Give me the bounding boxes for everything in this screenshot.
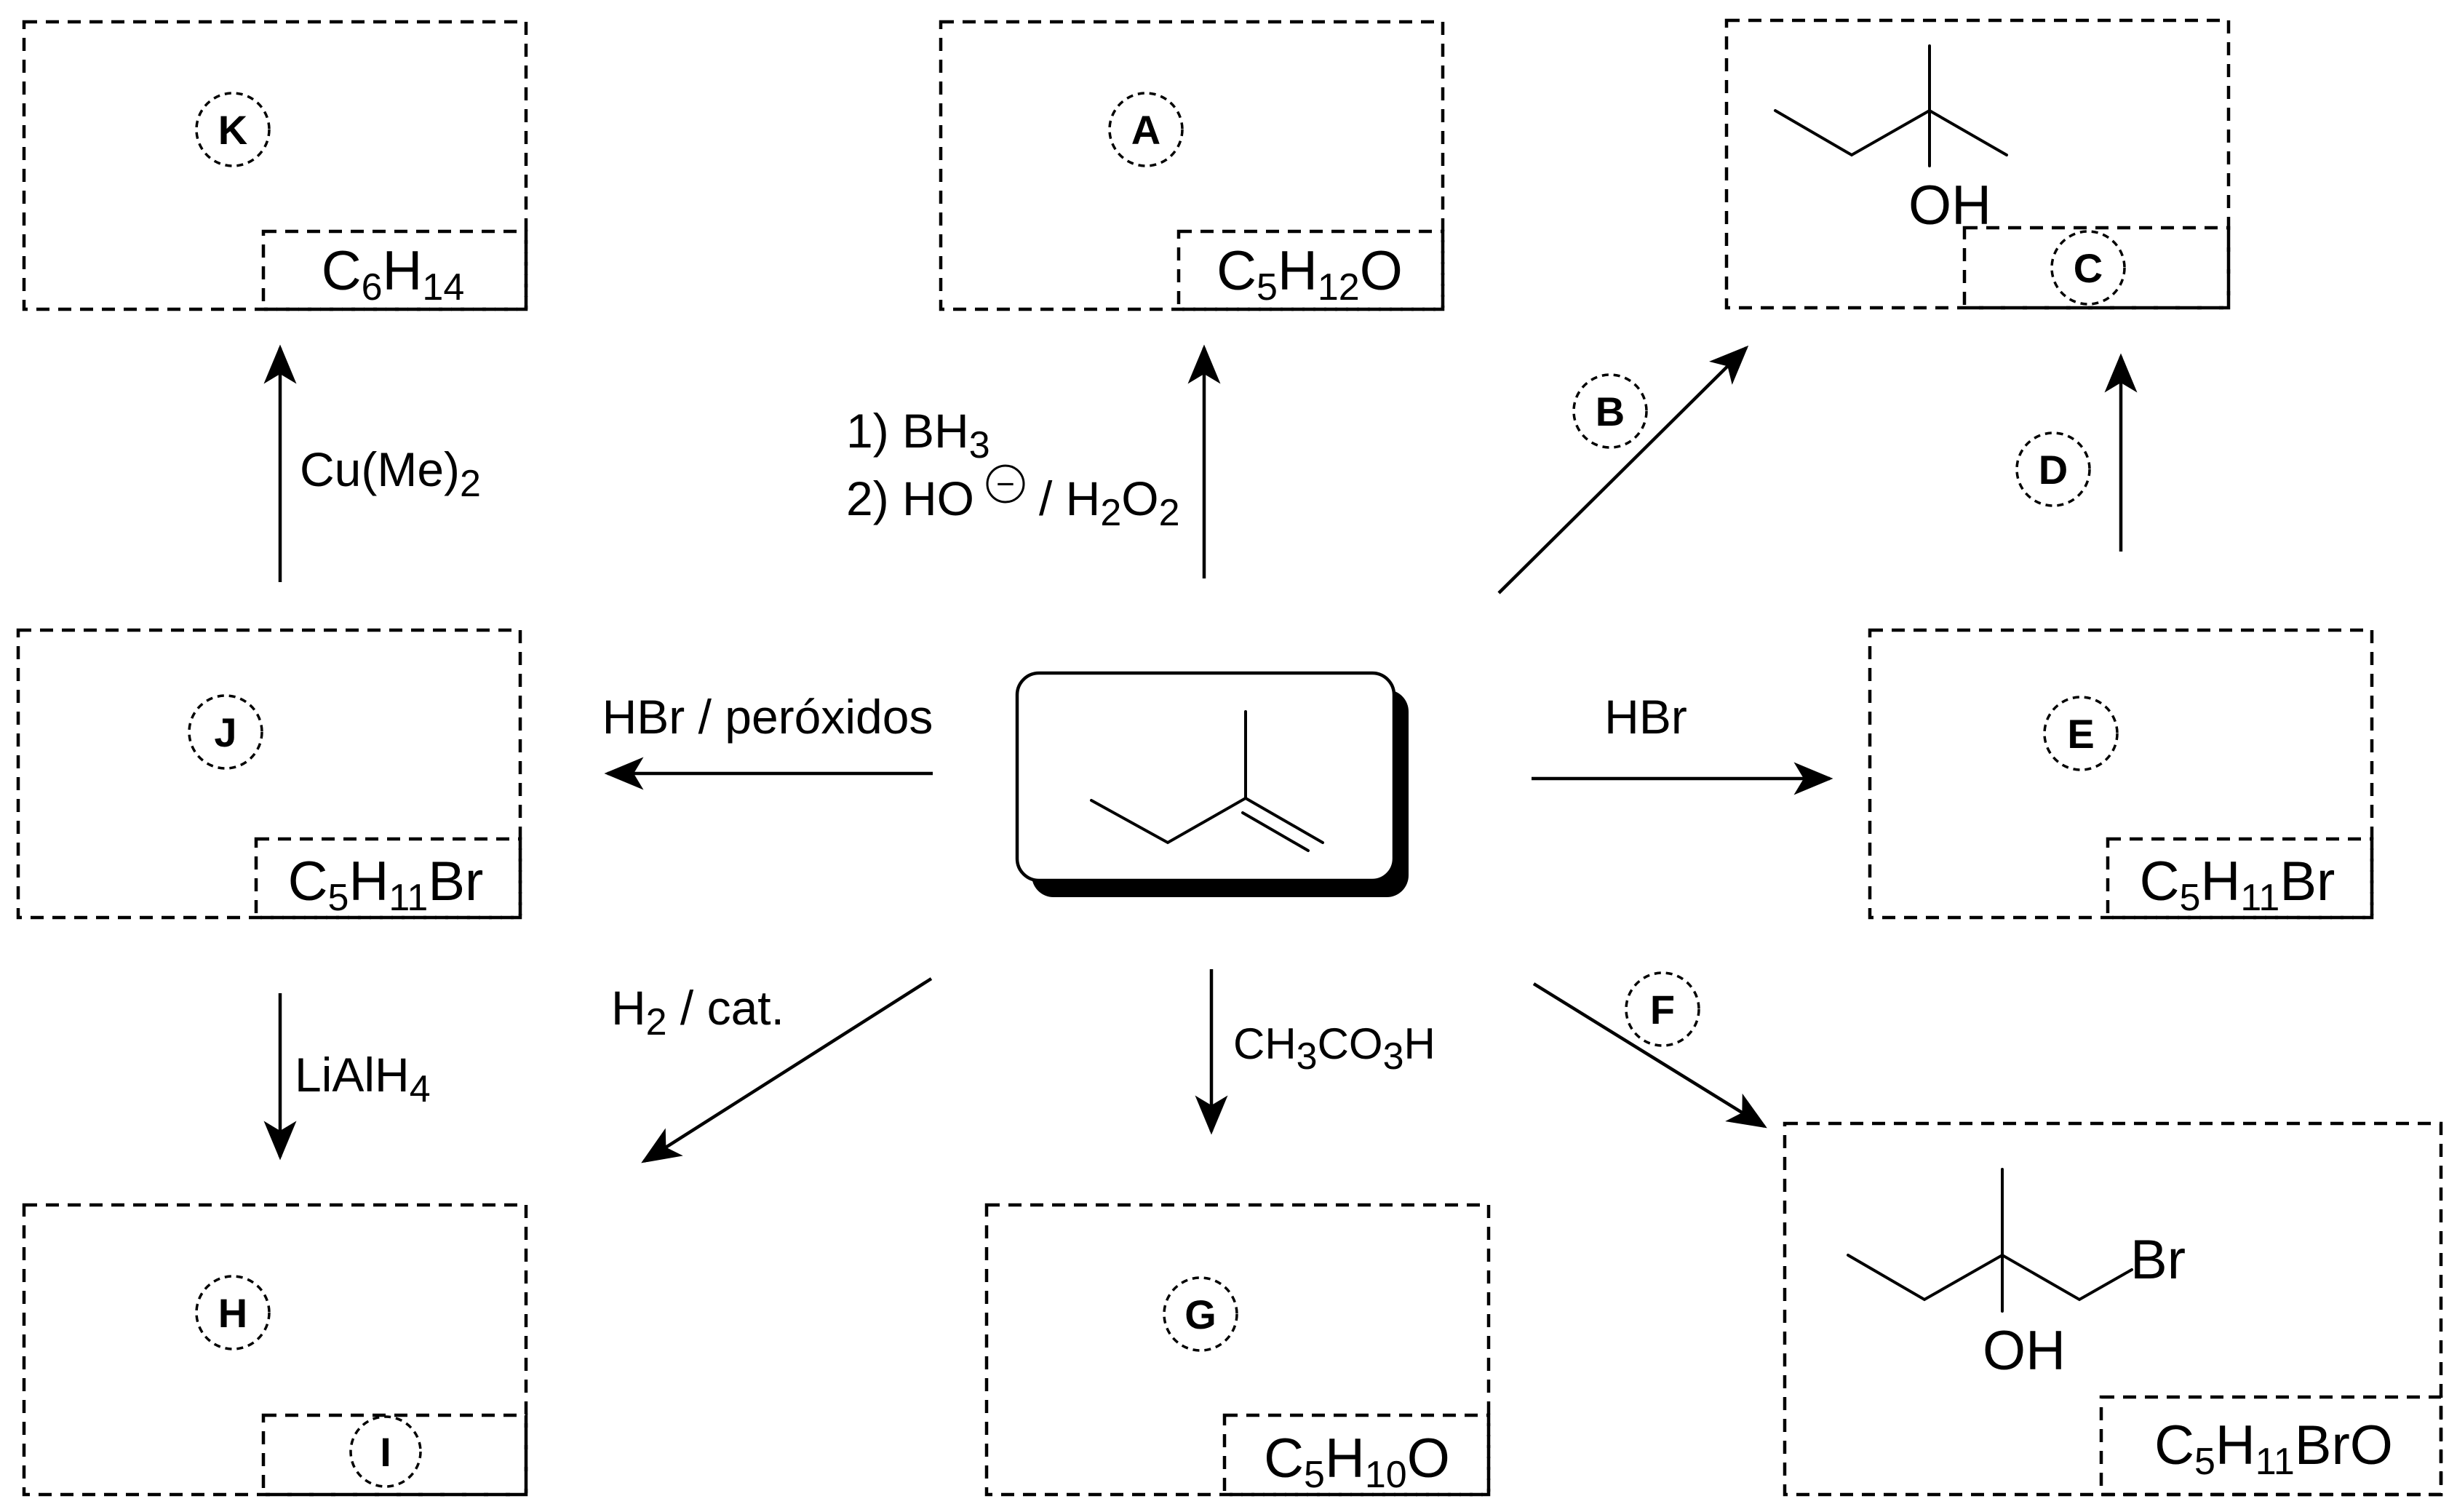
reagent-lialh4: LiAlH4 <box>295 1048 431 1110</box>
label-j: J <box>214 709 236 755</box>
label-k: K <box>218 107 247 153</box>
box-f-product: OH Br C5H11BrO <box>1783 1121 2443 1497</box>
formula-f: C5H11BrO <box>2154 1414 2393 1483</box>
box-g: G C5H10O <box>984 1203 1491 1497</box>
label-i: I <box>380 1429 391 1475</box>
label-f: F <box>1650 987 1675 1032</box>
formula-e: C5H11Br <box>2140 851 2335 919</box>
formula-a: C5H12O <box>1216 240 1403 309</box>
arrow-to-c <box>1497 345 1749 594</box>
structure-c <box>1774 44 2008 167</box>
box-h: H I <box>22 1203 528 1497</box>
label-g: G <box>1184 1292 1216 1337</box>
label-d: D <box>2039 447 2068 493</box>
reagent-hooh: 2) HO − / H2O2 <box>846 464 1180 534</box>
br-f: Br <box>2130 1229 2186 1291</box>
box-k: K C6H14 <box>22 20 528 311</box>
structure-start <box>1090 710 1324 852</box>
arrow-to-f <box>1532 982 1767 1129</box>
box-a: A C5H12O <box>939 20 1445 311</box>
starting-material <box>1015 671 1409 897</box>
reagent-h2-cat: H2 / cat. <box>611 981 784 1043</box>
reagent-hbr: HBr <box>1604 690 1687 744</box>
svg-text:/ H2O2: / H2O2 <box>1039 471 1180 534</box>
box-e: E C5H11Br <box>1868 628 2374 920</box>
label-e: E <box>2067 711 2094 757</box>
label-a: A <box>1131 107 1160 153</box>
formula-k: C6H14 <box>322 240 465 309</box>
reagent-hbr-peroxides: HBr / peróxidos <box>602 690 933 744</box>
structure-f <box>1847 1168 2133 1313</box>
reagent-cu-me2: Cu(Me)2 <box>300 442 481 505</box>
label-b: B <box>1596 389 1625 434</box>
formula-j: C5H11Br <box>288 851 484 919</box>
box-j: J C5H11Br <box>16 628 522 920</box>
oh-c: OH <box>1908 175 1991 236</box>
label-h: H <box>218 1290 247 1336</box>
svg-text:2) HO: 2) HO <box>846 471 974 525</box>
negative-charge-icon <box>986 464 1025 504</box>
oh-f: OH <box>1983 1320 2066 1382</box>
svg-text:−: − <box>996 466 1015 502</box>
arrow-to-h <box>641 977 933 1163</box>
reagent-bh3: 1) BH3 <box>846 404 990 466</box>
box-c: OH C <box>1724 18 2231 310</box>
label-c: C <box>2074 245 2103 291</box>
reagent-ch3co3h: CH3CO3H <box>1233 1019 1435 1078</box>
formula-g: C5H10O <box>1264 1428 1450 1496</box>
